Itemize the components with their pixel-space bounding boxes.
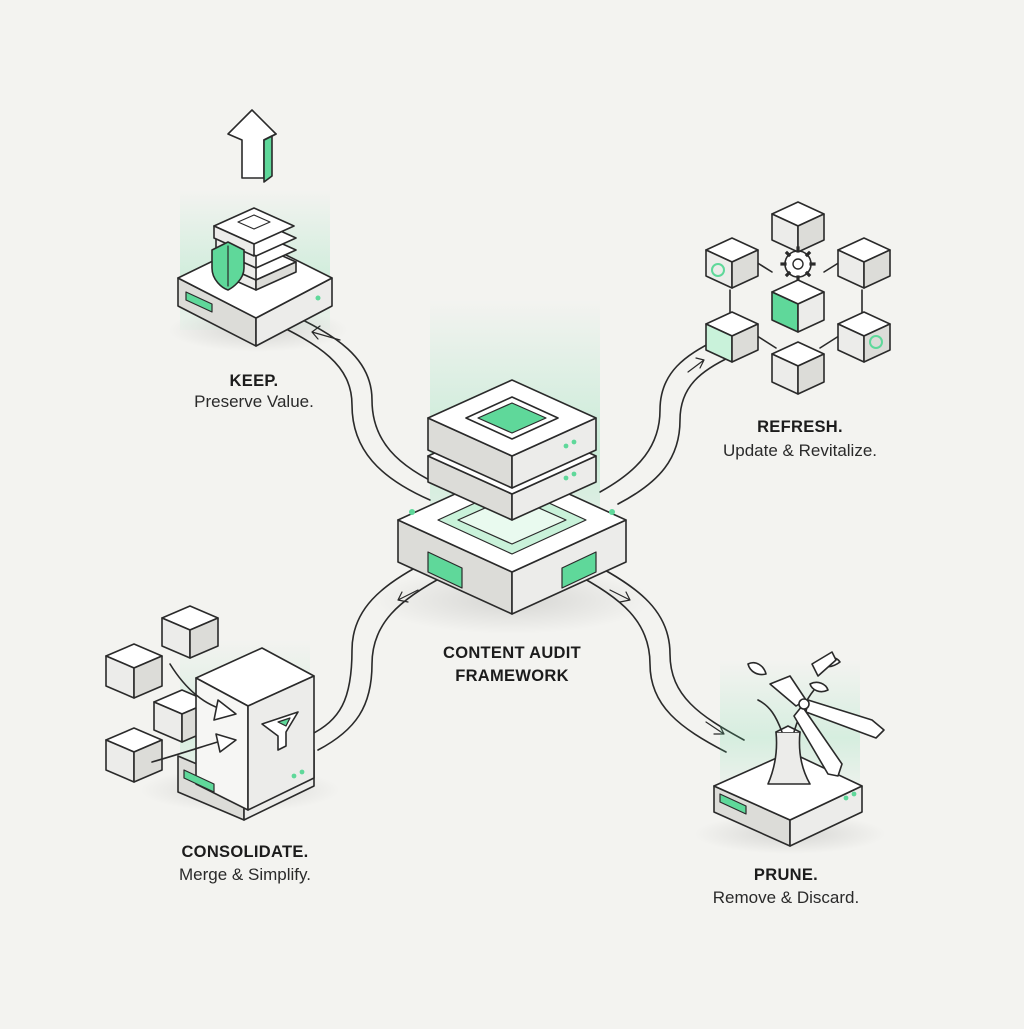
arrow-to-refresh bbox=[688, 358, 704, 372]
refresh-cube-top bbox=[772, 202, 824, 252]
refresh-cube-bottom bbox=[772, 342, 824, 394]
track-refresh bbox=[600, 340, 732, 504]
center-label: CONTENT AUDIT FRAMEWORK bbox=[443, 644, 581, 685]
refresh-title: REFRESH. bbox=[757, 418, 843, 436]
node-keep: KEEP. Preserve Value. bbox=[168, 110, 348, 411]
keep-title: KEEP. bbox=[230, 372, 279, 390]
node-prune: PRUNE. Remove & Discard. bbox=[694, 652, 886, 907]
refresh-subtitle: Update & Revitalize. bbox=[723, 441, 877, 460]
gear-icon bbox=[782, 248, 814, 280]
consolidate-title: CONSOLIDATE. bbox=[181, 843, 308, 861]
center-hub bbox=[372, 300, 652, 634]
node-refresh: REFRESH. Update & Revitalize. bbox=[706, 202, 890, 460]
up-arrow-icon bbox=[228, 110, 276, 182]
prune-title: PRUNE. bbox=[754, 866, 818, 884]
prune-subtitle: Remove & Discard. bbox=[713, 888, 859, 907]
node-consolidate: CONSOLIDATE. Merge & Simplify. bbox=[106, 606, 340, 884]
center-title-line2: FRAMEWORK bbox=[455, 667, 569, 685]
center-title-line1: CONTENT AUDIT bbox=[443, 644, 581, 662]
refresh-cube-left bbox=[706, 238, 758, 288]
refresh-cube-center bbox=[772, 280, 824, 332]
refresh-cube-right bbox=[838, 238, 890, 288]
refresh-cube-lower-left bbox=[706, 312, 758, 362]
keep-subtitle: Preserve Value. bbox=[194, 392, 314, 411]
consolidate-subtitle: Merge & Simplify. bbox=[179, 865, 311, 884]
refresh-cube-lower-right bbox=[838, 312, 890, 362]
